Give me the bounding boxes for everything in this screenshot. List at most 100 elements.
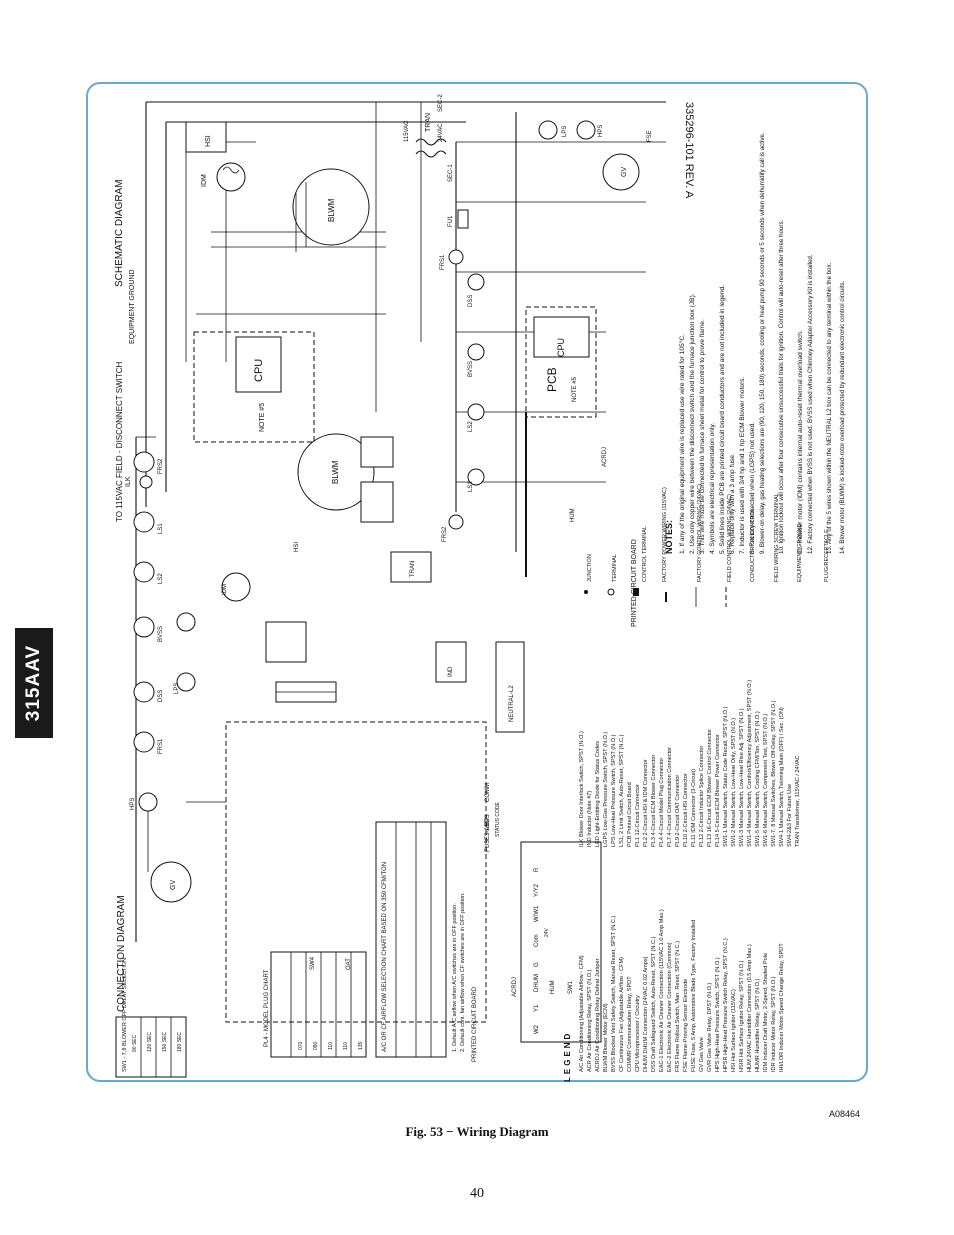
gas-valve (150, 861, 192, 903)
ls2-switch-schematic (467, 403, 485, 421)
note-11: 11. Inducer motor (IDM) contains interna… (797, 330, 804, 554)
plug-chart-frame (270, 951, 367, 1058)
symbol-screw-terminal: FIELD WIRING SCREW TERMINAL (774, 493, 780, 582)
note-1: 1. If any of the original equipment wire… (678, 334, 686, 554)
legend-right-4: LGPS Low-Gas Pressure Switch, SPST (N.O.… (603, 732, 609, 847)
airflow-chart-frame (375, 821, 447, 1058)
bd-row-2: 120 SEC (147, 1032, 153, 1052)
vac115-label: 115VAC (404, 120, 410, 142)
hsi-label: HSI (205, 135, 212, 147)
lps-switch-schematic (538, 120, 558, 140)
note-8: 8. Factory connected when (LGPS) not use… (749, 422, 756, 554)
hsi-label-connection: HSI (294, 542, 300, 552)
legend-left-9: DHUM DHUM Connection (24VAC 0.02 Amps) (643, 956, 649, 1072)
pc-row-1: 070 (298, 1041, 304, 1050)
inductor-block (435, 641, 467, 683)
legend-left-14: FSE Flame-Proving Sensor Electrode (683, 979, 689, 1072)
airflow-chart: A/C OR CF AIRFLOW SELECTION CHART BASED … (375, 821, 466, 1058)
transformer-secondary (415, 150, 447, 158)
figure-caption: Fig. 53 − Wiring Diagram (405, 1124, 549, 1139)
hum-label-schematic: HUM (570, 508, 576, 522)
revision-label: 335296-101 REV. A (683, 102, 695, 199)
pcb-label-right: PCB (545, 367, 559, 392)
legend-right-3: LED Light-Emitting Diode for Status Code… (595, 741, 601, 847)
note-10: 10. Ignition lockout will occur after fo… (778, 219, 785, 554)
junction-symbol (584, 590, 588, 594)
bd-row-3: 150 SEC (162, 1032, 168, 1052)
hsi-block (185, 121, 227, 153)
frs1-label: FRS1 (158, 738, 164, 754)
comm-label: COMM (485, 783, 491, 802)
legend-left-22: HUM 24VAC Humidifier Connection (0.5 Amp… (747, 944, 753, 1072)
page-number: 40 (470, 1186, 484, 1201)
fu1-fuse (457, 209, 469, 229)
blower-motor-schematic (292, 168, 370, 246)
frs2-switch-schematic (448, 514, 464, 530)
lps-switch (176, 672, 196, 692)
legend-right-14: PL10 2-Circuit HSI Connector (683, 773, 689, 847)
legend-left-16: GV Gas Valve (699, 1037, 705, 1072)
pl14-connector (360, 436, 394, 468)
legend-left-10: DSS Draft Safeguard Switch, Auto-Reset, … (651, 936, 657, 1072)
legend-right-9: PL2 2-Circuit HSI & IDM Connector (643, 759, 649, 847)
frs2-label: FRS2 (158, 458, 164, 474)
bvss-switch (133, 616, 155, 638)
terminal-g: G (534, 962, 540, 967)
connection-title: CONNECTION DIAGRAM (116, 895, 127, 1012)
legend-right-24: SW1-6 Manual Switch, Component Test, SPS… (763, 714, 769, 847)
tran-label-connection: TRAN (410, 561, 416, 577)
symbol-conductor: CONDUCTOR ON CONTROL (750, 508, 756, 582)
airflow-chart-title: A/C OR CF AIRFLOW SELECTION CHART BASED … (382, 862, 388, 1052)
note5-label-b: NOTE #5 (572, 376, 578, 402)
legend-right-16: PL12 2-Circuit Inductor Splice Connector (699, 745, 705, 847)
legend-right-22: SW1-4 Manual Switch, Comfort/Efficiency … (747, 680, 753, 847)
hps-switch-schematic (576, 120, 596, 140)
pc-row-5: 135 (358, 1041, 364, 1050)
schematic-title: SCHEMATIC DIAGRAM (114, 179, 125, 287)
lps-label: LPS (174, 683, 180, 694)
legend-left-26: IHI/LOR Inducer Motor Speed Change Relay… (779, 943, 785, 1072)
dss-label-schematic: DSS (468, 295, 474, 307)
legend-right-7: PCB Printed Circuit Board (627, 782, 633, 847)
ls1-label-schematic: LS1 (468, 481, 474, 492)
symbol-terminal: TERMINAL (612, 554, 618, 582)
model-plug-chart: PL4 - MODEL PLUG CHART 070 090 110 110 1… (264, 951, 367, 1058)
dss-switch-schematic (467, 273, 485, 291)
hps-switch (138, 792, 158, 812)
blower-delay-table: SW1 - 7,8 BLOWER OFF DELAY SELECTION 90 … (115, 958, 187, 1078)
terminal-strip: W2 Y1 DHUM G Com W/W1 Y/Y2 R 24V (520, 841, 602, 1043)
legend-right-19: SW1-1 Manual Switch, Status Code Recall,… (723, 706, 729, 847)
frs2-label-schematic: FRS2 (442, 526, 448, 542)
note-7: 7. Inductor is used with 3/4 hp and 1 hp… (739, 376, 746, 554)
terminal-24v: 24V (544, 927, 550, 937)
fse-label-schematic: FSE (647, 130, 653, 142)
legend-left-17: GVR Gas Valve Relay, DPST (N.O.) (707, 983, 713, 1072)
cpu-label-right: CPU (556, 338, 566, 357)
pc-row-3: 110 (328, 1042, 334, 1050)
pl13-connector (360, 481, 394, 523)
status-code-label: STATUS CODE (495, 802, 501, 837)
bd-row-4: 180 SEC (177, 1032, 183, 1052)
note-4: 4. Symbols are electrical representation… (709, 423, 716, 554)
legend-left-18: HPS High-Heat Pressure Switch, SPST (N.O… (715, 957, 721, 1072)
oat-label: OAT (346, 958, 352, 970)
legend-right-28: TRAN Transformer, 115VAC / 24VAC (795, 755, 801, 847)
hps-label-schematic: HPS (598, 125, 604, 137)
gv-label: GV (170, 880, 177, 890)
schematic-diagram: TO 115VAC FIELD - DISCONNECT SWITCH SCHE… (114, 94, 846, 627)
gas-valve-schematic (602, 153, 640, 191)
legend-left-6: CF Continuous Fan (Adjustable Airflow - … (619, 957, 625, 1072)
gv-label-schematic: GV (621, 167, 628, 177)
legend-right-26: SW4-1 Manual Switch, Twinning Main (OFF)… (779, 707, 785, 847)
legend-right-1: ILK Blower Door Interlock Switch, SPST (… (579, 731, 585, 847)
legend-left-24: IDM Inducer Draft Motor, 2-Speed, Shaded… (763, 953, 769, 1072)
dss-switch (133, 681, 155, 703)
section-tab: 315AAV (15, 628, 53, 738)
pc-row-4: 110 (343, 1042, 349, 1050)
leds-label: LEDS (485, 814, 491, 830)
airflow-note-1: 1. Default A/C airflow when A/C switches… (452, 903, 458, 1052)
pcb-outline-label: PRINTED CIRCUIT BOARD (472, 986, 478, 1062)
notes-list: 1. If any of the original equipment wire… (678, 132, 846, 554)
legend-right-column: ILK Blower Door Interlock Switch, SPST (… (579, 680, 801, 847)
note-5: 5. Solid lines inside PCB are printed ci… (719, 285, 726, 554)
